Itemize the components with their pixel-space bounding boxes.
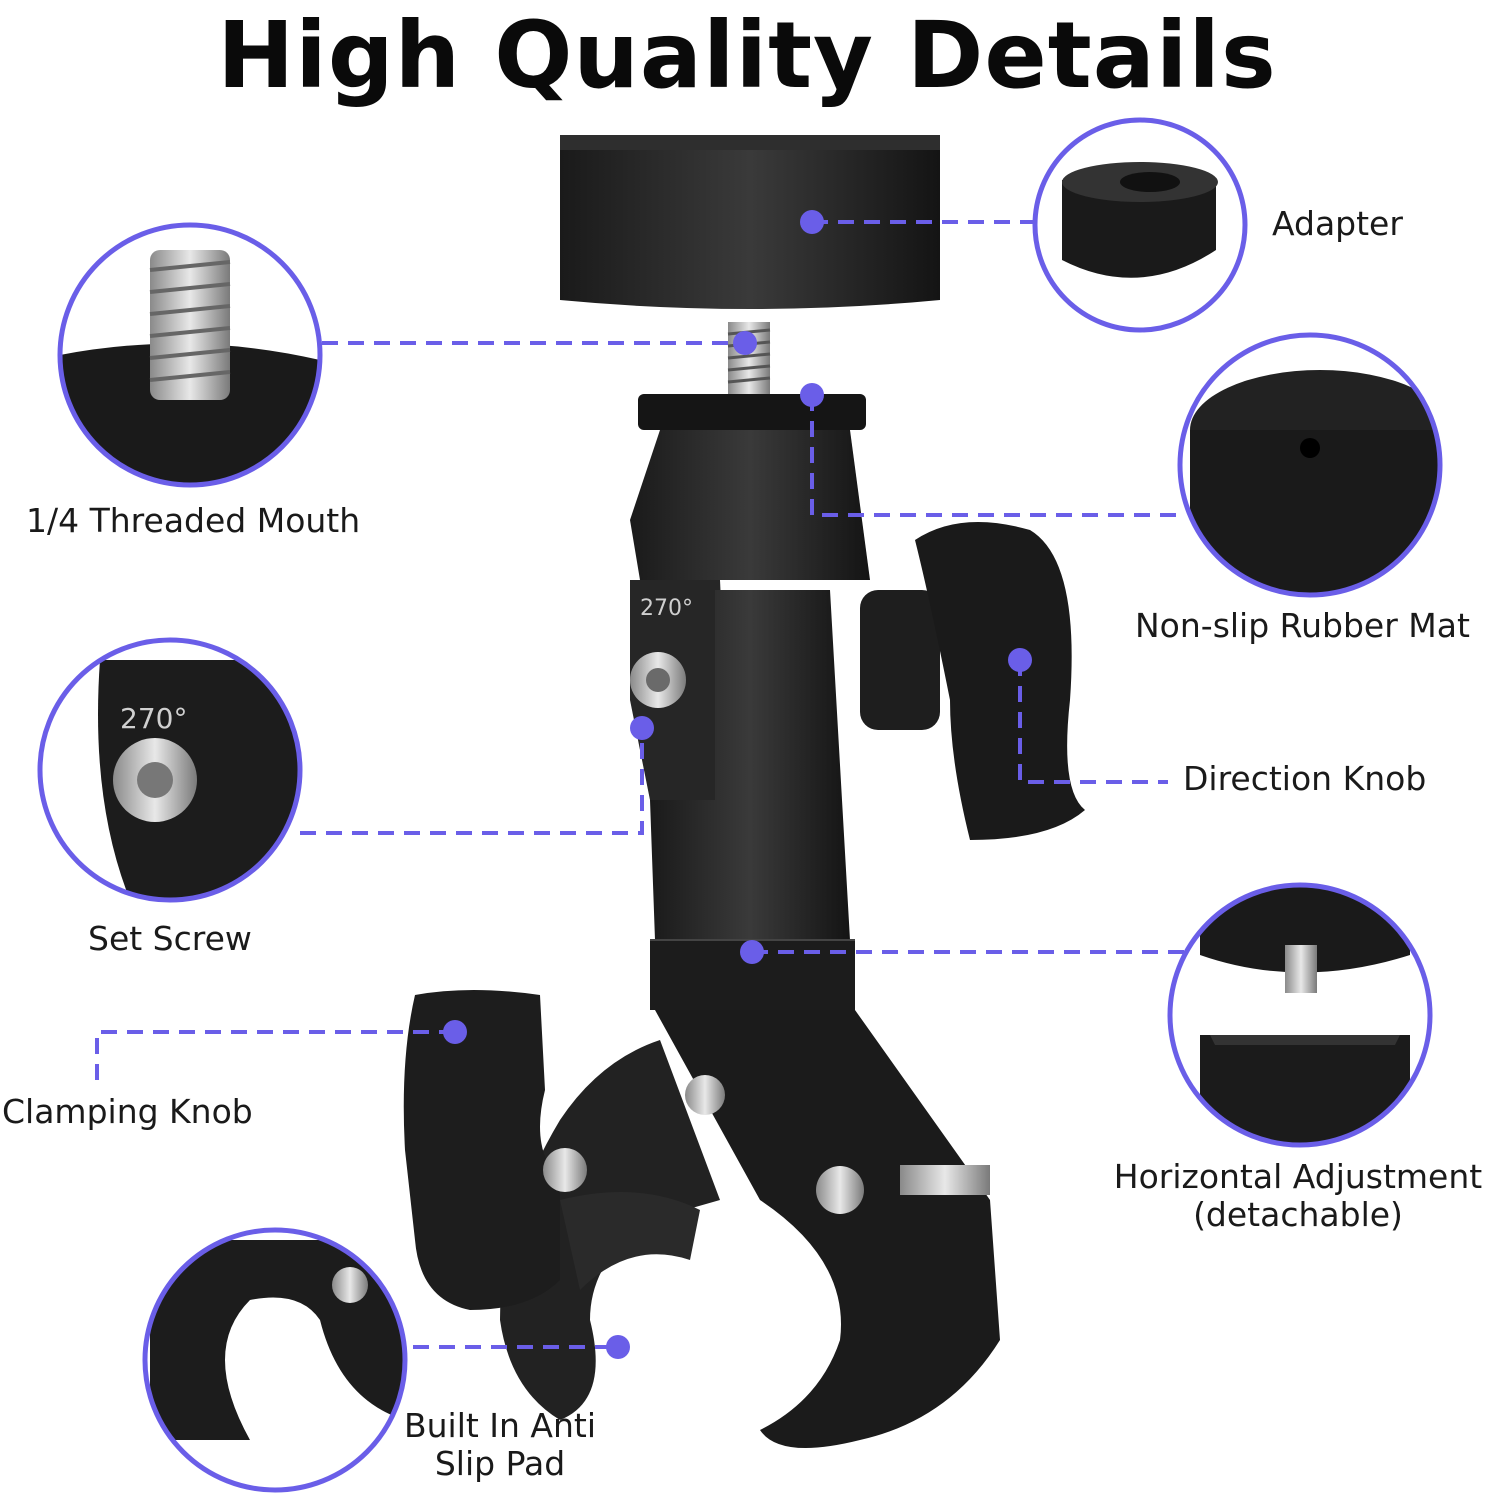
set-screw-badge: 270° [120,702,187,735]
adapter-cap [560,135,940,309]
label-direction-knob: Direction Knob [1183,759,1427,798]
detail-set-screw: 270° [37,637,303,903]
detail-horizontal-adjustment [1167,882,1433,1148]
rubber-disk [638,394,866,430]
mount-body: 270° [403,135,1085,1448]
clamp-jaw-right [655,1010,1000,1448]
callout-dots [443,210,1032,1359]
rotation-badge: 270° [640,596,693,621]
page-title: High Quality Details [217,2,1277,109]
direction-knob [915,522,1085,840]
label-horizontal-adjustment: Horizontal Adjustment (detachable) [1104,1158,1492,1234]
label-horizontal-adjustment-line1: Horizontal Adjustment [1113,1157,1483,1196]
label-rubber-mat: Non-slip Rubber Mat [1135,606,1470,645]
label-threaded-mouth: 1/4 Threaded Mouth [26,501,361,540]
detail-anti-slip-pad [142,1227,408,1493]
label-anti-slip-line1: Built In Anti [403,1406,597,1445]
label-anti-slip-line2: Slip Pad [434,1444,566,1483]
detail-adapter [1032,117,1248,333]
label-anti-slip-pad: Built In Anti Slip Pad [400,1407,600,1483]
callout-lines [95,220,1190,1349]
clamping-knob [403,990,560,1310]
label-adapter: Adapter [1272,204,1403,243]
detail-rubber-mat [1177,332,1443,598]
label-set-screw: Set Screw [88,919,252,958]
detail-threaded-mouth [57,222,323,488]
label-horizontal-adjustment-line2: (detachable) [1193,1195,1403,1234]
label-clamping-knob: Clamping Knob [2,1092,253,1131]
